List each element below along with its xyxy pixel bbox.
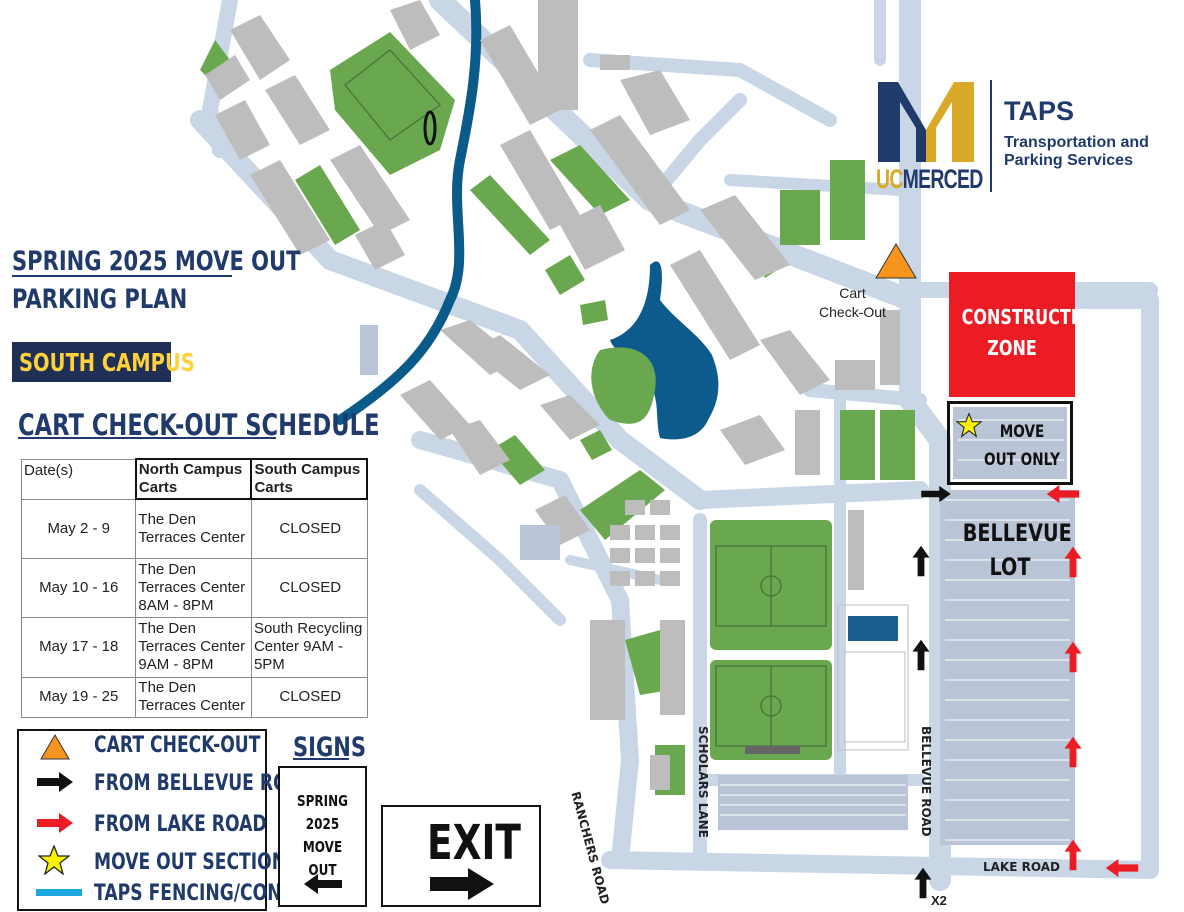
table-row: May 2 - 9 The Den Terraces Center CLOSED bbox=[20, 498, 368, 559]
header-south: South Campus Carts bbox=[250, 458, 368, 500]
ucm-logo-mark bbox=[878, 82, 974, 162]
cell-south: South Recycling Center 9AM - 5PM bbox=[250, 616, 368, 678]
black-arrow-icon bbox=[921, 485, 951, 503]
left-arrow-icon bbox=[304, 874, 342, 894]
cell-north: The Den Terraces Center 9AM - 8PM bbox=[135, 616, 252, 678]
header-dates: Date(s) bbox=[20, 458, 137, 500]
move-out-sign: SPRING 2025 MOVE OUT bbox=[278, 766, 367, 907]
legend-move-out-section: MOVE OUT SECTION bbox=[94, 850, 287, 875]
red-arrow-icon bbox=[1064, 736, 1082, 768]
cell-north: The Den Terraces Center bbox=[135, 676, 252, 718]
red-arrow-icon bbox=[1064, 839, 1082, 871]
sign1-line1: SPRING 2025 bbox=[296, 792, 349, 833]
black-arrow-icon bbox=[912, 545, 930, 577]
legend-cart-checkout: CART CHECK-OUT bbox=[94, 733, 261, 758]
title-underline bbox=[12, 275, 232, 277]
cart-checkout-label-line2: Check-Out bbox=[819, 304, 886, 320]
cart-checkout-triangle-icon bbox=[875, 243, 917, 279]
header-north: North Campus Carts bbox=[134, 458, 253, 500]
red-arrow-icon bbox=[1105, 859, 1139, 877]
cart-checkout-label-line1: Cart bbox=[839, 285, 866, 301]
cell-dates: May 2 - 9 bbox=[20, 498, 137, 559]
lot-label-line2: LOT bbox=[989, 553, 1031, 581]
legend-from-bellevue: FROM BELLEVUE ROAD bbox=[94, 771, 315, 796]
cell-south: CLOSED bbox=[250, 557, 368, 618]
exit-sign: EXIT bbox=[381, 805, 541, 907]
taps-subtitle-line1: Transportation and bbox=[1004, 134, 1149, 151]
page-subtitle: PARKING PLAN bbox=[12, 284, 188, 315]
black-arrow-icon bbox=[37, 772, 73, 792]
construction-zone-line2: ZONE bbox=[987, 336, 1037, 360]
signs-title: SIGNS bbox=[293, 732, 367, 763]
yellow-star-icon bbox=[38, 845, 70, 875]
schedule-title: CART CHECK-OUT SCHEDULE bbox=[18, 408, 380, 442]
cell-south: CLOSED bbox=[250, 676, 368, 718]
red-arrow-icon bbox=[1064, 546, 1082, 578]
orange-triangle-icon bbox=[40, 734, 70, 760]
blue-bar-icon bbox=[36, 889, 82, 896]
entry-count-label: X2 bbox=[931, 893, 947, 908]
map-legend: CART CHECK-OUT FROM BELLEVUE ROAD FROM L… bbox=[17, 729, 315, 911]
signs-title-underline bbox=[293, 758, 349, 760]
legend-fencing: TAPS FENCING/CONES bbox=[94, 881, 306, 906]
cell-dates: May 19 - 25 bbox=[20, 676, 137, 718]
legend-from-lake: FROM LAKE ROAD bbox=[94, 812, 267, 837]
sign1-line3: OUT bbox=[308, 861, 337, 879]
move-out-line2: OUT ONLY bbox=[984, 450, 1060, 470]
schedule-table: Date(s) North Campus Carts South Campus … bbox=[20, 458, 368, 718]
logo-divider bbox=[990, 80, 992, 192]
black-arrow-icon bbox=[914, 867, 932, 899]
table-row: May 19 - 25 The Den Terraces Center CLOS… bbox=[20, 676, 368, 718]
construction-zone-line1: CONSTRUCTION bbox=[961, 305, 1104, 329]
cart-checkout-label: Cart Check-Out bbox=[815, 284, 890, 322]
page-title: SPRING 2025 MOVE OUT bbox=[12, 246, 301, 277]
red-arrow-icon bbox=[37, 813, 73, 833]
construction-zone: CONSTRUCTION ZONE bbox=[949, 272, 1104, 397]
lot-label-line1: BELLEVUE bbox=[962, 519, 1072, 547]
bellevue-lot-label: BELLEVUE LOT bbox=[951, 516, 1072, 584]
table-header-row: Date(s) North Campus Carts South Campus … bbox=[20, 458, 368, 500]
yellow-star-icon bbox=[956, 412, 982, 438]
sign1-line2: MOVE bbox=[302, 838, 343, 856]
cell-north: The Den Terraces Center 8AM - 8PM bbox=[135, 557, 252, 618]
road-label-scholars: SCHOLARS LANE bbox=[696, 726, 710, 838]
cell-dates: May 10 - 16 bbox=[20, 557, 137, 618]
red-arrow-icon bbox=[1046, 485, 1080, 503]
schedule-title-underline bbox=[18, 437, 276, 439]
red-arrow-icon bbox=[1064, 641, 1082, 673]
road-label-lake: LAKE ROAD bbox=[983, 860, 1060, 874]
right-arrow-icon bbox=[430, 868, 494, 900]
campus-badge-label: SOUTH CAMPUS bbox=[19, 348, 195, 377]
black-arrow-icon bbox=[912, 639, 930, 671]
cell-south: CLOSED bbox=[250, 498, 368, 559]
road-label-bellevue: BELLEVUE ROAD bbox=[919, 726, 933, 837]
taps-subtitle: Transportation and Parking Services bbox=[1004, 134, 1149, 170]
move-out-only-zone: MOVE OUT ONLY bbox=[947, 401, 1073, 485]
table-row: May 10 - 16 The Den Terraces Center 8AM … bbox=[20, 557, 368, 618]
cell-dates: May 17 - 18 bbox=[20, 616, 137, 678]
table-row: May 17 - 18 The Den Terraces Center 9AM … bbox=[20, 616, 368, 678]
taps-title: TAPS bbox=[1004, 96, 1075, 126]
cell-north: The Den Terraces Center bbox=[135, 498, 252, 559]
taps-subtitle-line2: Parking Services bbox=[1004, 152, 1133, 169]
exit-sign-label: EXIT bbox=[427, 815, 521, 871]
ucmerced-wordmark: UCMERCED bbox=[876, 164, 983, 194]
move-out-line1: MOVE bbox=[999, 422, 1045, 442]
campus-badge: SOUTH CAMPUS bbox=[12, 342, 195, 382]
